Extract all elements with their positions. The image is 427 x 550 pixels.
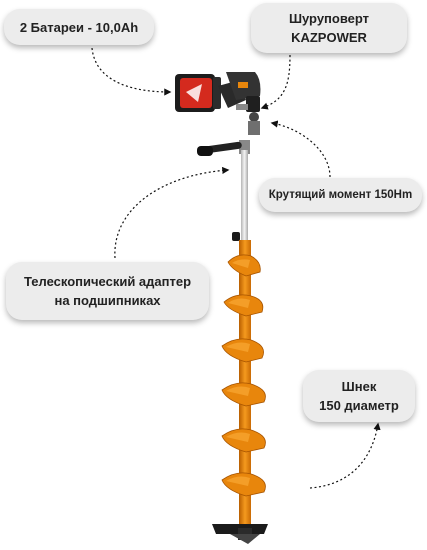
label-drill: Шуруповерт KAZPOWER [251, 3, 407, 53]
callout-arrows [91, 47, 381, 489]
label-torque-text: Крутящий момент 150Hm [268, 188, 413, 201]
label-adapter: Телескопический адаптер на подшипниках [6, 262, 209, 320]
label-drill-line2: KAZPOWER [291, 30, 367, 45]
label-batteries-text: 2 Батареи - 10,0Ah [19, 19, 139, 35]
label-batteries: 2 Батареи - 10,0Ah [4, 9, 154, 45]
label-torque: Крутящий момент 150Hm [259, 178, 422, 212]
label-adapter-line2: на подшипниках [54, 293, 161, 308]
telescopic-adapter [197, 140, 250, 245]
arrow-drill [260, 54, 291, 110]
arrow-adapter [114, 166, 230, 259]
arrow-torque [270, 120, 331, 178]
label-adapter-line1: Телескопический адаптер [23, 274, 192, 289]
label-auger-line2: 150 диаметр [319, 398, 399, 413]
arrow-auger [309, 422, 381, 489]
label-drill-line1: Шуруповерт [288, 11, 370, 26]
drill [175, 72, 261, 135]
label-auger-line1: Шнек [341, 379, 377, 394]
arrow-batteries [91, 47, 172, 96]
auger [212, 240, 268, 544]
label-auger: Шнек 150 диаметр [303, 370, 415, 422]
